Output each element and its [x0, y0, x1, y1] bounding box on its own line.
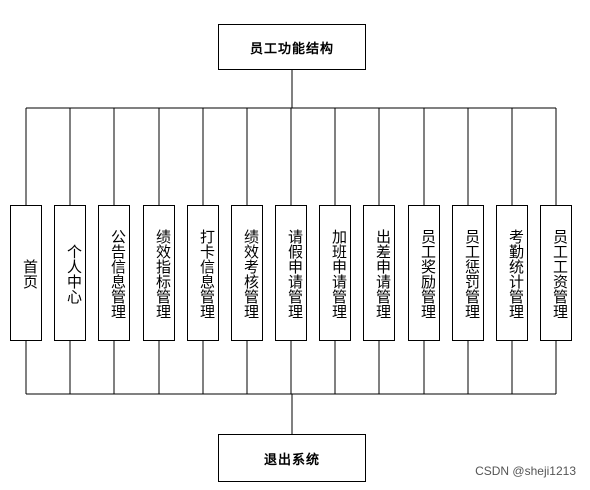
module-node-2: 个人中心: [54, 205, 86, 341]
module-node-3: 公告信息管理: [98, 205, 130, 341]
module-label: 员工惩罚管理: [463, 228, 481, 319]
module-node-8: 加班申请管理: [319, 205, 351, 341]
module-label: 首页: [21, 258, 39, 289]
module-node-9: 出差申请管理: [363, 205, 395, 341]
module-node-4: 绩效指标管理: [143, 205, 175, 341]
watermark: CSDN @sheji1213: [475, 464, 576, 478]
module-node-5: 打卡信息管理: [187, 205, 219, 341]
module-node-10: 员工奖励管理: [408, 205, 440, 341]
module-label: 员工奖励管理: [419, 228, 437, 319]
root-node-employee-function-structure: 员工功能结构: [218, 24, 366, 70]
module-node-11: 员工惩罚管理: [452, 205, 484, 341]
exit-system-node: 退出系统: [218, 434, 366, 482]
module-node-13: 员工工资管理: [540, 205, 572, 341]
module-label: 个人中心: [65, 243, 83, 304]
module-label: 绩效指标管理: [154, 228, 172, 319]
module-label: 考勤统计管理: [507, 228, 525, 319]
module-node-6: 绩效考核管理: [231, 205, 263, 341]
module-label: 公告信息管理: [109, 228, 127, 319]
module-label: 绩效考核管理: [242, 228, 260, 319]
root-node-label: 员工功能结构: [249, 41, 334, 57]
module-label: 员工工资管理: [551, 228, 569, 319]
module-label: 请假申请管理: [286, 228, 304, 319]
module-node-7: 请假申请管理: [275, 205, 307, 341]
module-label: 出差申请管理: [374, 228, 392, 319]
module-label: 打卡信息管理: [198, 228, 216, 319]
module-node-12: 考勤统计管理: [496, 205, 528, 341]
module-label: 加班申请管理: [330, 228, 348, 319]
exit-system-label: 退出系统: [263, 452, 320, 468]
module-node-1: 首页: [10, 205, 42, 341]
